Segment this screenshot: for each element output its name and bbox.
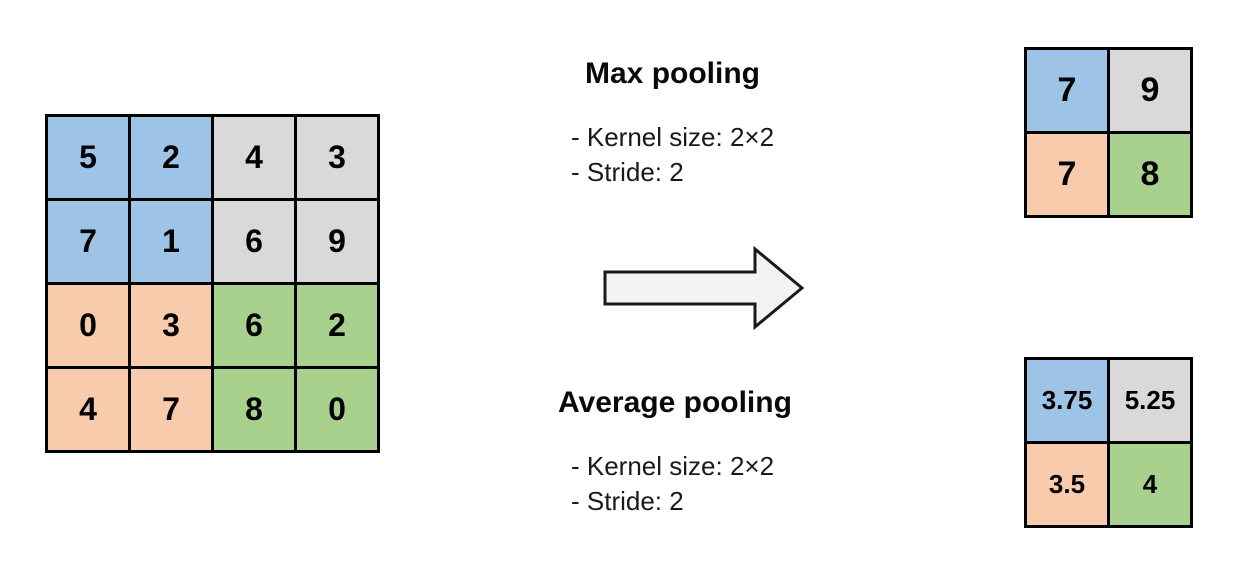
max-result-grid: 7 9 7 8 [1024, 47, 1193, 218]
input-cell: 5 [48, 117, 128, 198]
average-pooling-kernel-line: - Kernel size: 2×2 [571, 451, 775, 481]
average-pooling-stride-line: - Stride: 2 [571, 486, 684, 516]
average-pooling-title: Average pooling [558, 386, 792, 419]
input-cell: 4 [214, 117, 294, 198]
input-cell: 6 [214, 201, 294, 282]
max-pooling-bullets: - Kernel size: 2×2 - Stride: 2 [571, 120, 774, 190]
input-cell: 1 [131, 201, 211, 282]
max-pooling-stride-line: - Stride: 2 [571, 157, 684, 187]
input-cell: 7 [131, 369, 211, 450]
input-cell: 3 [297, 117, 377, 198]
max-result-cell: 9 [1110, 50, 1190, 131]
input-cell: 6 [214, 285, 294, 366]
input-cell: 9 [297, 201, 377, 282]
avg-result-grid: 3.75 5.25 3.5 4 [1024, 357, 1193, 528]
max-pooling-kernel-line: - Kernel size: 2×2 [571, 122, 775, 152]
input-cell: 0 [48, 285, 128, 366]
input-cell: 4 [48, 369, 128, 450]
max-result-cell: 8 [1110, 134, 1190, 215]
avg-result-cell: 3.75 [1027, 360, 1107, 441]
avg-result-cell: 5.25 [1110, 360, 1190, 441]
input-cell: 2 [131, 117, 211, 198]
input-cell: 3 [131, 285, 211, 366]
input-cell: 8 [214, 369, 294, 450]
average-pooling-bullets: - Kernel size: 2×2 - Stride: 2 [571, 449, 774, 519]
avg-result-cell: 4 [1110, 444, 1190, 525]
right-arrow-icon [603, 246, 805, 330]
max-result-cell: 7 [1027, 134, 1107, 215]
input-grid: 5 2 4 3 7 1 6 9 0 3 6 2 4 7 8 0 [45, 114, 380, 453]
input-cell: 0 [297, 369, 377, 450]
avg-result-cell: 3.5 [1027, 444, 1107, 525]
max-result-cell: 7 [1027, 50, 1107, 131]
input-cell: 2 [297, 285, 377, 366]
input-cell: 7 [48, 201, 128, 282]
right-arrow-shape [603, 246, 805, 330]
max-pooling-title: Max pooling [585, 57, 760, 90]
